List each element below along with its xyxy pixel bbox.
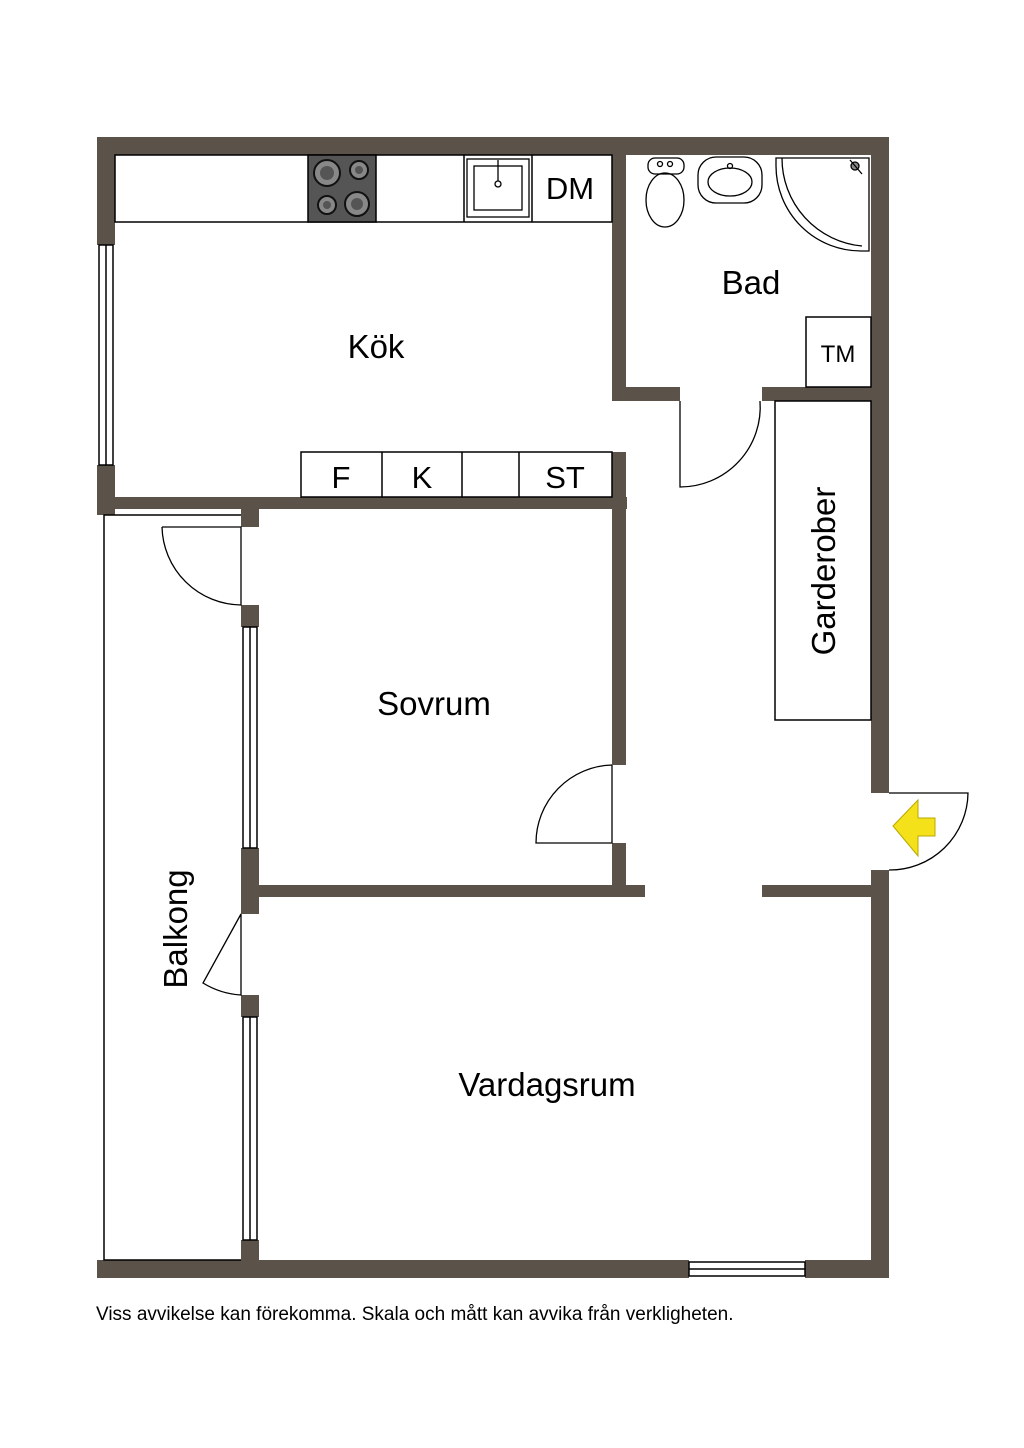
- door-balcony-living: [202, 913, 242, 996]
- balcony-outline: [103, 514, 241, 1261]
- room-label-kitchen: Kök: [348, 328, 405, 365]
- wall-left-upper: [97, 137, 115, 245]
- wall-kitchen-bath: [612, 155, 626, 387]
- wardrobe-box: [774, 400, 872, 721]
- disclaimer-text: Viss avvikelse kan förekomma. Skala och …: [96, 1304, 734, 1325]
- wall-bedroom-left-post: [241, 605, 259, 627]
- wall-bedroom-bottom: [241, 885, 645, 897]
- floor-plan: DM F K ST TM: [97, 137, 969, 1278]
- wall-bedroom-right: [612, 497, 626, 765]
- kitchen-sink-icon: [466, 158, 530, 218]
- wall-kitchen-right-stub: [612, 452, 626, 510]
- shower-icon: [775, 157, 870, 252]
- wall-living-top-right: [762, 885, 872, 897]
- wall-bottom-left: [97, 1260, 689, 1278]
- door-bathroom: [679, 400, 761, 488]
- dryer-box: [805, 316, 872, 388]
- dryer-label: TM: [821, 341, 856, 368]
- walls: [97, 137, 889, 1278]
- wall-living-left-post: [241, 995, 259, 1017]
- wall-living-left-bottom: [241, 1240, 259, 1278]
- entrance-arrow-icon: [892, 798, 936, 858]
- wall-bath-bottom-right: [762, 387, 872, 401]
- storage-label: ST: [545, 460, 585, 495]
- room-label-bedroom: Sovrum: [377, 685, 491, 722]
- toilet-icon: [645, 157, 685, 228]
- room-label-wardrobes: Garderober: [805, 487, 842, 656]
- washbasin-icon: [697, 156, 763, 204]
- wall-kitchen-bottom: [97, 497, 627, 509]
- doors: [161, 400, 969, 996]
- wall-bedroom-right-lower: [612, 843, 626, 897]
- room-label-living-room: Vardagsrum: [458, 1066, 635, 1103]
- wall-top: [97, 137, 889, 155]
- dishwasher-label: DM: [546, 171, 594, 206]
- wall-right-lower: [871, 870, 889, 1278]
- wall-bath-bottom-left: [612, 387, 680, 401]
- wall-bedroom-left-top: [241, 509, 259, 527]
- wall-bottom-right: [805, 1260, 889, 1278]
- wall-bedroom-left-lower: [241, 848, 259, 914]
- fridge-label: F: [332, 460, 351, 495]
- windows: [98, 244, 806, 1277]
- stove-icon: [307, 154, 377, 223]
- freezer-label: K: [412, 460, 433, 495]
- door-balcony-top: [161, 526, 242, 606]
- door-bedroom: [535, 764, 613, 844]
- room-label-bathroom: Bad: [722, 264, 781, 301]
- wall-right-upper: [871, 137, 889, 793]
- room-label-balcony: Balkong: [157, 869, 194, 988]
- door-entrance: [888, 792, 969, 871]
- fridge-row: [300, 451, 613, 498]
